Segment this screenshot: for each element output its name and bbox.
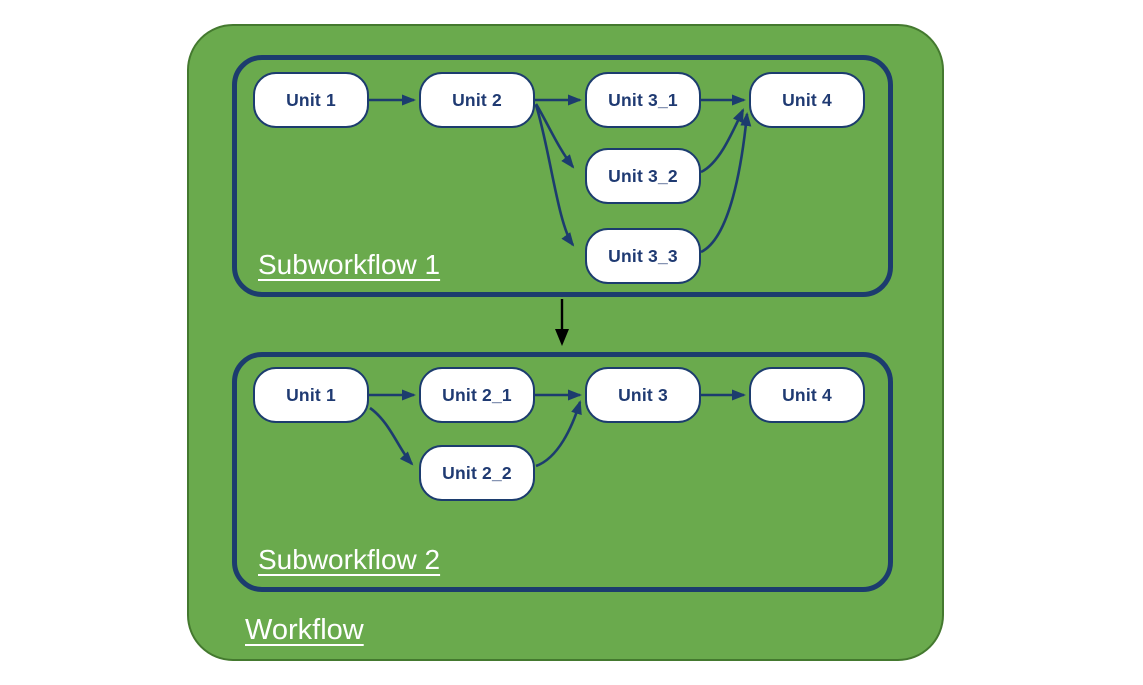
subworkflow-2-label: Subworkflow 2 [258,544,441,575]
node-sw2-unit-3: Unit 3 [585,367,701,423]
node-sw1-unit-3-1: Unit 3_1 [585,72,701,128]
node-sw1-unit-2: Unit 2 [419,72,535,128]
node-sw2-unit-2-1: Unit 2_1 [419,367,535,423]
subworkflow-1-label: Subworkflow 1 [258,249,441,280]
subworkflow-1-box [232,55,893,297]
workflow-label: Workflow [245,614,364,646]
node-sw2-unit-2-2: Unit 2_2 [419,445,535,501]
node-sw2-unit-1: Unit 1 [253,367,369,423]
subworkflow-2-box [232,352,893,592]
node-sw1-unit-3-2: Unit 3_2 [585,148,701,204]
node-sw1-unit-3-3: Unit 3_3 [585,228,701,284]
node-sw1-unit-1: Unit 1 [253,72,369,128]
node-sw1-unit-4: Unit 4 [749,72,865,128]
node-sw2-unit-4: Unit 4 [749,367,865,423]
